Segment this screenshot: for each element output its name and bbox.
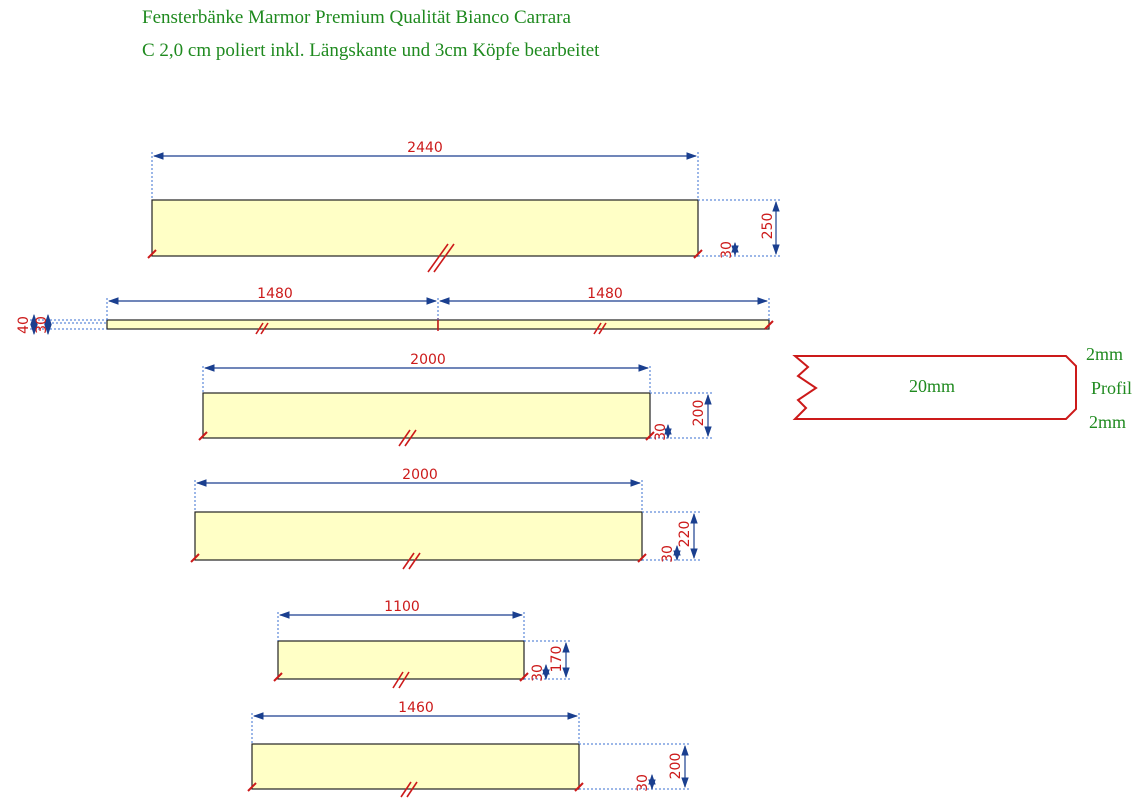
slab-3: 2000 200 30 xyxy=(198,352,712,447)
profile-outline xyxy=(792,355,1077,420)
slab-5-width-label: 170 xyxy=(549,646,565,673)
profile-thickness-label: 20mm xyxy=(909,376,955,396)
slab-1-body xyxy=(151,199,699,257)
slab-4-body xyxy=(194,511,643,561)
title-line-1: Fensterbänke Marmor Premium Qualität Bia… xyxy=(142,7,571,28)
slab-6-head-label: 30 xyxy=(635,774,651,792)
slab-5-body xyxy=(277,640,525,680)
profile-top-chamfer-label: 2mm xyxy=(1086,344,1123,364)
slab-6: 1460 200 30 xyxy=(247,700,690,798)
slab-4: 2000 220 30 xyxy=(190,467,700,570)
slab-1-head-label: 30 xyxy=(719,241,735,259)
edge-profile: 20mm 2mm Profil 2mm xyxy=(792,344,1132,432)
slab-5: 1100 170 30 xyxy=(273,599,572,689)
slab-1: 2440 250 30 xyxy=(147,140,780,273)
title-line-2: C 2,0 cm poliert inkl. Längskante und 3c… xyxy=(142,40,600,61)
slab-4-width-label: 220 xyxy=(677,521,693,548)
slab-2-left-body xyxy=(106,319,439,330)
slab-2: 1480 1480 40 30 xyxy=(16,286,774,336)
slab-2-head-label: 30 xyxy=(34,316,50,334)
slab-2-width-label: 40 xyxy=(16,316,32,334)
slab-3-width-label: 200 xyxy=(691,400,707,427)
slab-1-width-label: 250 xyxy=(760,213,776,240)
slab-2-left-length-label: 1480 xyxy=(257,286,293,302)
slab-5-head-label: 30 xyxy=(530,664,546,682)
slab-6-length-label: 1460 xyxy=(398,700,434,716)
slab-5-length-label: 1100 xyxy=(384,599,420,615)
slab-1-length-label: 2440 xyxy=(407,140,443,156)
slab-3-head-label: 30 xyxy=(653,423,669,441)
slab-3-length-label: 2000 xyxy=(410,352,446,368)
profile-bottom-chamfer-label: 2mm xyxy=(1089,412,1126,432)
slab-4-length-label: 2000 xyxy=(402,467,438,483)
profile-label: Profil xyxy=(1091,378,1132,398)
slab-3-body xyxy=(202,392,651,439)
slab-6-body xyxy=(251,743,580,790)
slab-4-head-label: 30 xyxy=(660,545,676,563)
slab-2-right-length-label: 1480 xyxy=(587,286,623,302)
slab-6-width-label: 200 xyxy=(668,753,684,780)
